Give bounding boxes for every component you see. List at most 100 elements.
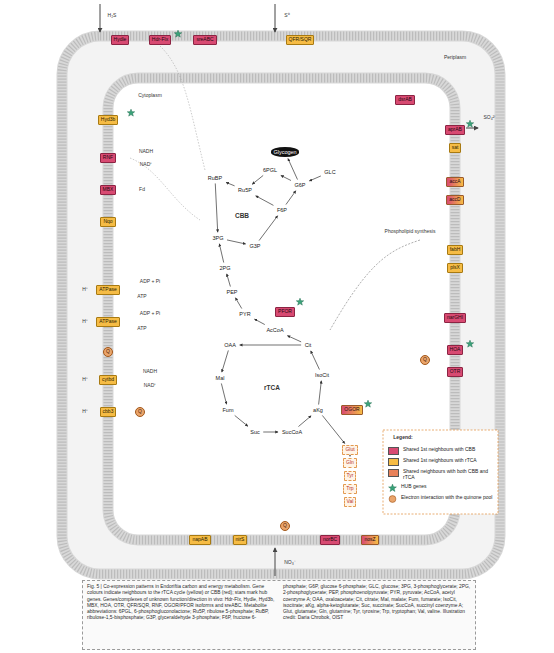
- enzyme-box: Hyd3b: [98, 115, 118, 124]
- node-text: accA: [449, 179, 460, 185]
- pathway-arrow: [219, 244, 223, 263]
- annotation-label: rTCA: [264, 384, 280, 391]
- node-text: fabH: [450, 247, 461, 253]
- node-text: AcCoA: [266, 327, 283, 333]
- node-text: PYR: [239, 311, 250, 317]
- node-text: dsrAB: [398, 97, 412, 103]
- pathway-arrow: [221, 383, 226, 404]
- annotation-label: ATP: [137, 294, 146, 300]
- node-text: Glycogen: [273, 149, 296, 155]
- metabolite-label: 2PG: [217, 264, 232, 272]
- pathway-arrow: [235, 415, 248, 426]
- node-text: PFOR: [278, 309, 292, 315]
- metabolite-label: GLC: [322, 168, 337, 176]
- node-text: sat: [452, 145, 459, 151]
- metabolite-label: Cit: [303, 341, 314, 349]
- annotation-label: H⁺: [82, 287, 88, 293]
- pathway-arrow: [227, 274, 231, 287]
- annotation-label: NADH: [139, 149, 153, 155]
- annotation-label: Cytoplasm: [138, 93, 162, 99]
- metabolite-label: Mal: [214, 374, 227, 382]
- legend-quinone-icon: [388, 495, 397, 503]
- legend-text: Shared neighbours with both CBB and rTCA: [403, 469, 494, 481]
- pathway-arrow: [256, 196, 274, 206]
- legend-text: Shared 1st neighbours with rTCA: [403, 458, 477, 464]
- enzyme-box: ATPase: [96, 285, 119, 294]
- amino-acid-label: Val: [344, 497, 357, 506]
- legend-title: Legend:: [393, 435, 412, 441]
- enzyme-box: napAB: [189, 535, 210, 544]
- pathway-arrow: [235, 298, 241, 309]
- annotation-label: SO₄²⁻: [484, 115, 497, 121]
- node-text: Nqo: [103, 219, 112, 225]
- enzyme-box: ATPase: [96, 317, 119, 326]
- metabolite-label: RuBP: [206, 174, 224, 182]
- node-text: G6P: [294, 182, 305, 188]
- pathway-arrow: [226, 182, 235, 185]
- node-text: Hyd3b: [101, 117, 115, 123]
- enzyme-box: cytbd: [99, 375, 117, 384]
- node-text: nirS: [236, 537, 245, 543]
- enzyme-box: nosZ: [361, 535, 378, 544]
- node-text: napAB: [192, 537, 207, 543]
- enzyme-box: dsrAB: [395, 95, 415, 104]
- node-text: Q: [423, 357, 427, 363]
- node-text: ATPase: [99, 287, 116, 293]
- pathway-arrow: [298, 416, 311, 427]
- node-text: SucCoA: [282, 429, 302, 435]
- metabolite-label: OAA: [222, 341, 238, 349]
- node-text: Gln: [346, 460, 354, 466]
- metabolite-label: 6PGL: [261, 166, 279, 174]
- node-text: MBX: [103, 187, 114, 193]
- node-text: nosZ: [364, 537, 375, 543]
- figure-caption: Fig. 5 | Co-expression patterns in Endor…: [82, 580, 476, 650]
- pathway-arrow: [287, 336, 301, 342]
- legend-swatch: [388, 447, 399, 455]
- annotation-label: CBB: [235, 212, 249, 219]
- node-text: G3P: [249, 243, 260, 249]
- metabolite-label: G6P: [292, 181, 307, 189]
- node-text: cytbd: [102, 377, 114, 383]
- export-arrow: [466, 128, 478, 129]
- enzyme-box: Nqo: [100, 217, 115, 226]
- legend-swatch: [388, 458, 399, 466]
- enzyme-box: RNF: [100, 153, 116, 162]
- annotation-label: NO₃⁻: [284, 560, 296, 566]
- node-text: Hydle: [114, 37, 127, 43]
- hub-star: [466, 340, 473, 347]
- annotation-label: ADP + Pi: [140, 311, 160, 317]
- pathway-arrow: [254, 319, 264, 325]
- amino-acid-label: Glut: [342, 445, 357, 454]
- outer-membrane-lipids: [62, 36, 500, 574]
- enzyme-box: HOA: [447, 345, 464, 354]
- node-text: OGOR: [344, 407, 359, 413]
- enzyme-box: sreABC: [193, 35, 216, 44]
- node-text: cbb3: [103, 409, 114, 415]
- enzyme-box: plsX: [447, 263, 463, 272]
- amino-acid-label: Gln: [343, 458, 357, 467]
- enzyme-box: OGOR: [341, 405, 362, 414]
- legend-text: Shared 1st neighbours with CBB: [403, 447, 475, 453]
- pathway-arrow: [319, 381, 322, 405]
- annotation-label: H⁺: [82, 409, 88, 415]
- enzyme-box: sat: [449, 143, 462, 152]
- acetyl-coa-link: [330, 240, 420, 330]
- node-text: Mal: [216, 375, 225, 381]
- pathway-arrow: [215, 183, 217, 232]
- node-text: OTR: [450, 369, 461, 375]
- legend-row: HUB genes: [388, 484, 494, 492]
- enzyme-box: narGHI: [444, 313, 466, 322]
- annotation-label: Phospholipid synthesis: [385, 229, 436, 235]
- legend-row: Shared 1st neighbours with CBB: [388, 447, 494, 455]
- hub-star: [466, 120, 473, 127]
- hub-star: [174, 30, 181, 37]
- node-text: aprAB: [448, 127, 462, 133]
- enzyme-box: cbb3: [100, 407, 117, 416]
- enzyme-box: OTR: [447, 367, 464, 376]
- pathway-arrow: [263, 432, 278, 433]
- enzyme-box: aprAB: [445, 125, 465, 134]
- legend-swatch: [388, 469, 399, 477]
- uptake-arrow: [275, 548, 276, 576]
- node-text: aKg: [313, 407, 323, 413]
- legend-row: Shared neighbours with both CBB and rTCA: [388, 469, 494, 481]
